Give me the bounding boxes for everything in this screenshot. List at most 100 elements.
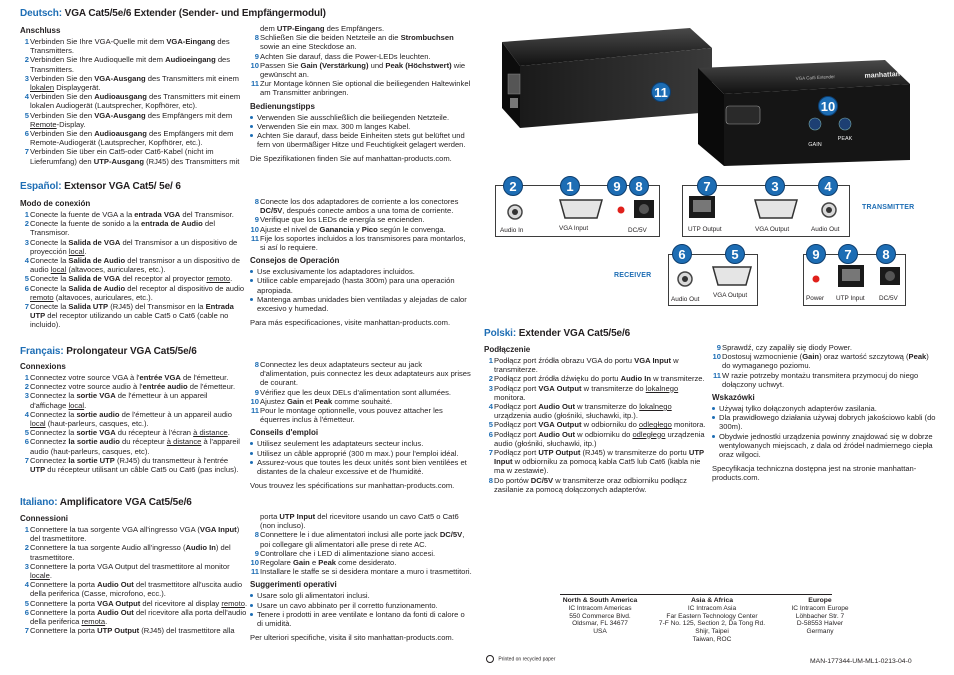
de-tips-heading: Bedienungstipps [250,101,315,111]
step-text: Conecte la Salida UTP (RJ45) del Transmi… [30,302,234,330]
step-number: 7 [24,626,29,636]
step-text: Connectez la sortie audio de l'émetteur … [30,409,232,429]
step-number: 7 [488,448,493,458]
step-number: 11 [250,567,259,577]
step-number: 8 [254,197,259,206]
step-text: Do portów DC/5V w transmiterze oraz odbi… [494,475,687,494]
label-rx-dc: DC/5V [879,295,898,302]
step-text: Pour le montage optionnelle, vous pouvez… [260,406,443,425]
fr-tips-heading: Conseils d'emploi [250,428,319,438]
label-tx-audio-out: Audio Out [811,226,840,233]
step-number: 3 [488,383,493,393]
step-number: 1 [488,356,493,365]
it-steps-2: porta UTP Input del ricevitore usando un… [250,512,472,576]
step-text: Verbinden Sie den Audioausgang des Trans… [30,92,241,111]
callout-7: 7 [697,176,717,196]
step-number: 5 [24,428,29,438]
label-tx-vga-input: VGA Input [559,225,589,232]
callout-4: 4 [818,176,838,196]
step-text: Regolare Gain e Peak come desiderato. [260,558,397,568]
section-title-fr: Français: Prolongateur VGA Cat5/5e/6 [20,346,197,357]
section-title-de: Deutsch: VGA Cat5/5e/6 Extender (Sender-… [20,8,326,19]
step-number: 8 [488,475,493,485]
step-text: Connettere la porta UTP Output (RJ45) de… [30,626,235,636]
step-number: 10 [250,60,259,70]
step-text: Connettere la porta VGA Output del trasm… [30,561,230,581]
step-number: 11 [250,233,259,243]
step-number: 3 [24,561,29,571]
step-number: 2 [24,219,29,229]
step-text: Connettere la tua sorgente VGA all'ingre… [30,525,240,544]
step-number: 5 [24,274,29,284]
pl-connect-heading: Podłączenie [484,345,531,354]
transmitter-tag: TRANSMITTER [862,204,915,211]
step-number: 6 [24,283,29,293]
callout-11: 11 [651,82,671,102]
step-text: Podłącz port Audio Out w transmiterze do… [494,402,672,421]
step-number: 6 [24,607,29,617]
step-text: porta UTP Input del ricevitore usando un… [260,512,459,531]
step-number: 2 [488,374,493,384]
receiver-front-ports [677,266,752,287]
callout-10: 10 [818,96,838,116]
step-text: Connectez la sortie audio du récepteur à… [30,437,240,456]
step-text: Podłącz port źródła dźwięku do portu Aud… [494,374,705,384]
step-text: Verbinden Sie über ein Cat5-oder Cat6-Ka… [30,147,240,166]
step-number: 9 [254,548,259,558]
step-text: Podłącz port VGA Output w transmiterze d… [494,383,679,402]
label-rx-power: Power [806,295,825,302]
es-tips: Use exclusivamente los adaptadores inclu… [250,267,472,313]
step-text: Verifique que los LEDs de energía se enc… [260,215,425,225]
step-text: Verbinden Sie Ihre VGA-Quelle mit dem VG… [30,37,230,56]
recycled-note: Printed on recycled paper [486,655,555,665]
step-text: Conecte los dos adaptadores de corriente… [260,197,459,216]
step-number: 6 [24,437,29,447]
fr-note: Vous trouvez les spécifications sur manh… [250,481,455,491]
it-column-2: porta UTP Input del ricevitore usando un… [250,512,472,642]
step-number: 10 [712,352,721,362]
step-text: Verbinden Sie Ihre Audioquelle mit dem A… [30,55,231,74]
callout-9-receiver: 9 [806,244,826,264]
label-rx-audio-out: Audio Out [671,296,700,303]
step-text: Connettere la porta VGA Output del ricev… [30,598,248,608]
tip-item: Verwenden Sie ein max. 300 m langes Kabe… [250,122,472,131]
address-asia: Asia & Africa IC Intracom Asia Far Easte… [658,597,766,643]
step-number: 3 [24,391,29,401]
step-number: 5 [488,420,493,430]
tip-item: Usare un cavo abbinato per il corretto f… [250,601,472,610]
recycle-icon [486,655,494,663]
address-europe: Europe IC Intracom Europe Löhbacher Str.… [791,597,849,636]
step-text: Podłącz port źródła obrazu VGA do portu … [494,356,679,375]
callout-3: 3 [765,176,785,196]
step-number: 10 [250,396,259,406]
step-text: Connectez votre source VGA à l'entrée VG… [30,373,229,382]
